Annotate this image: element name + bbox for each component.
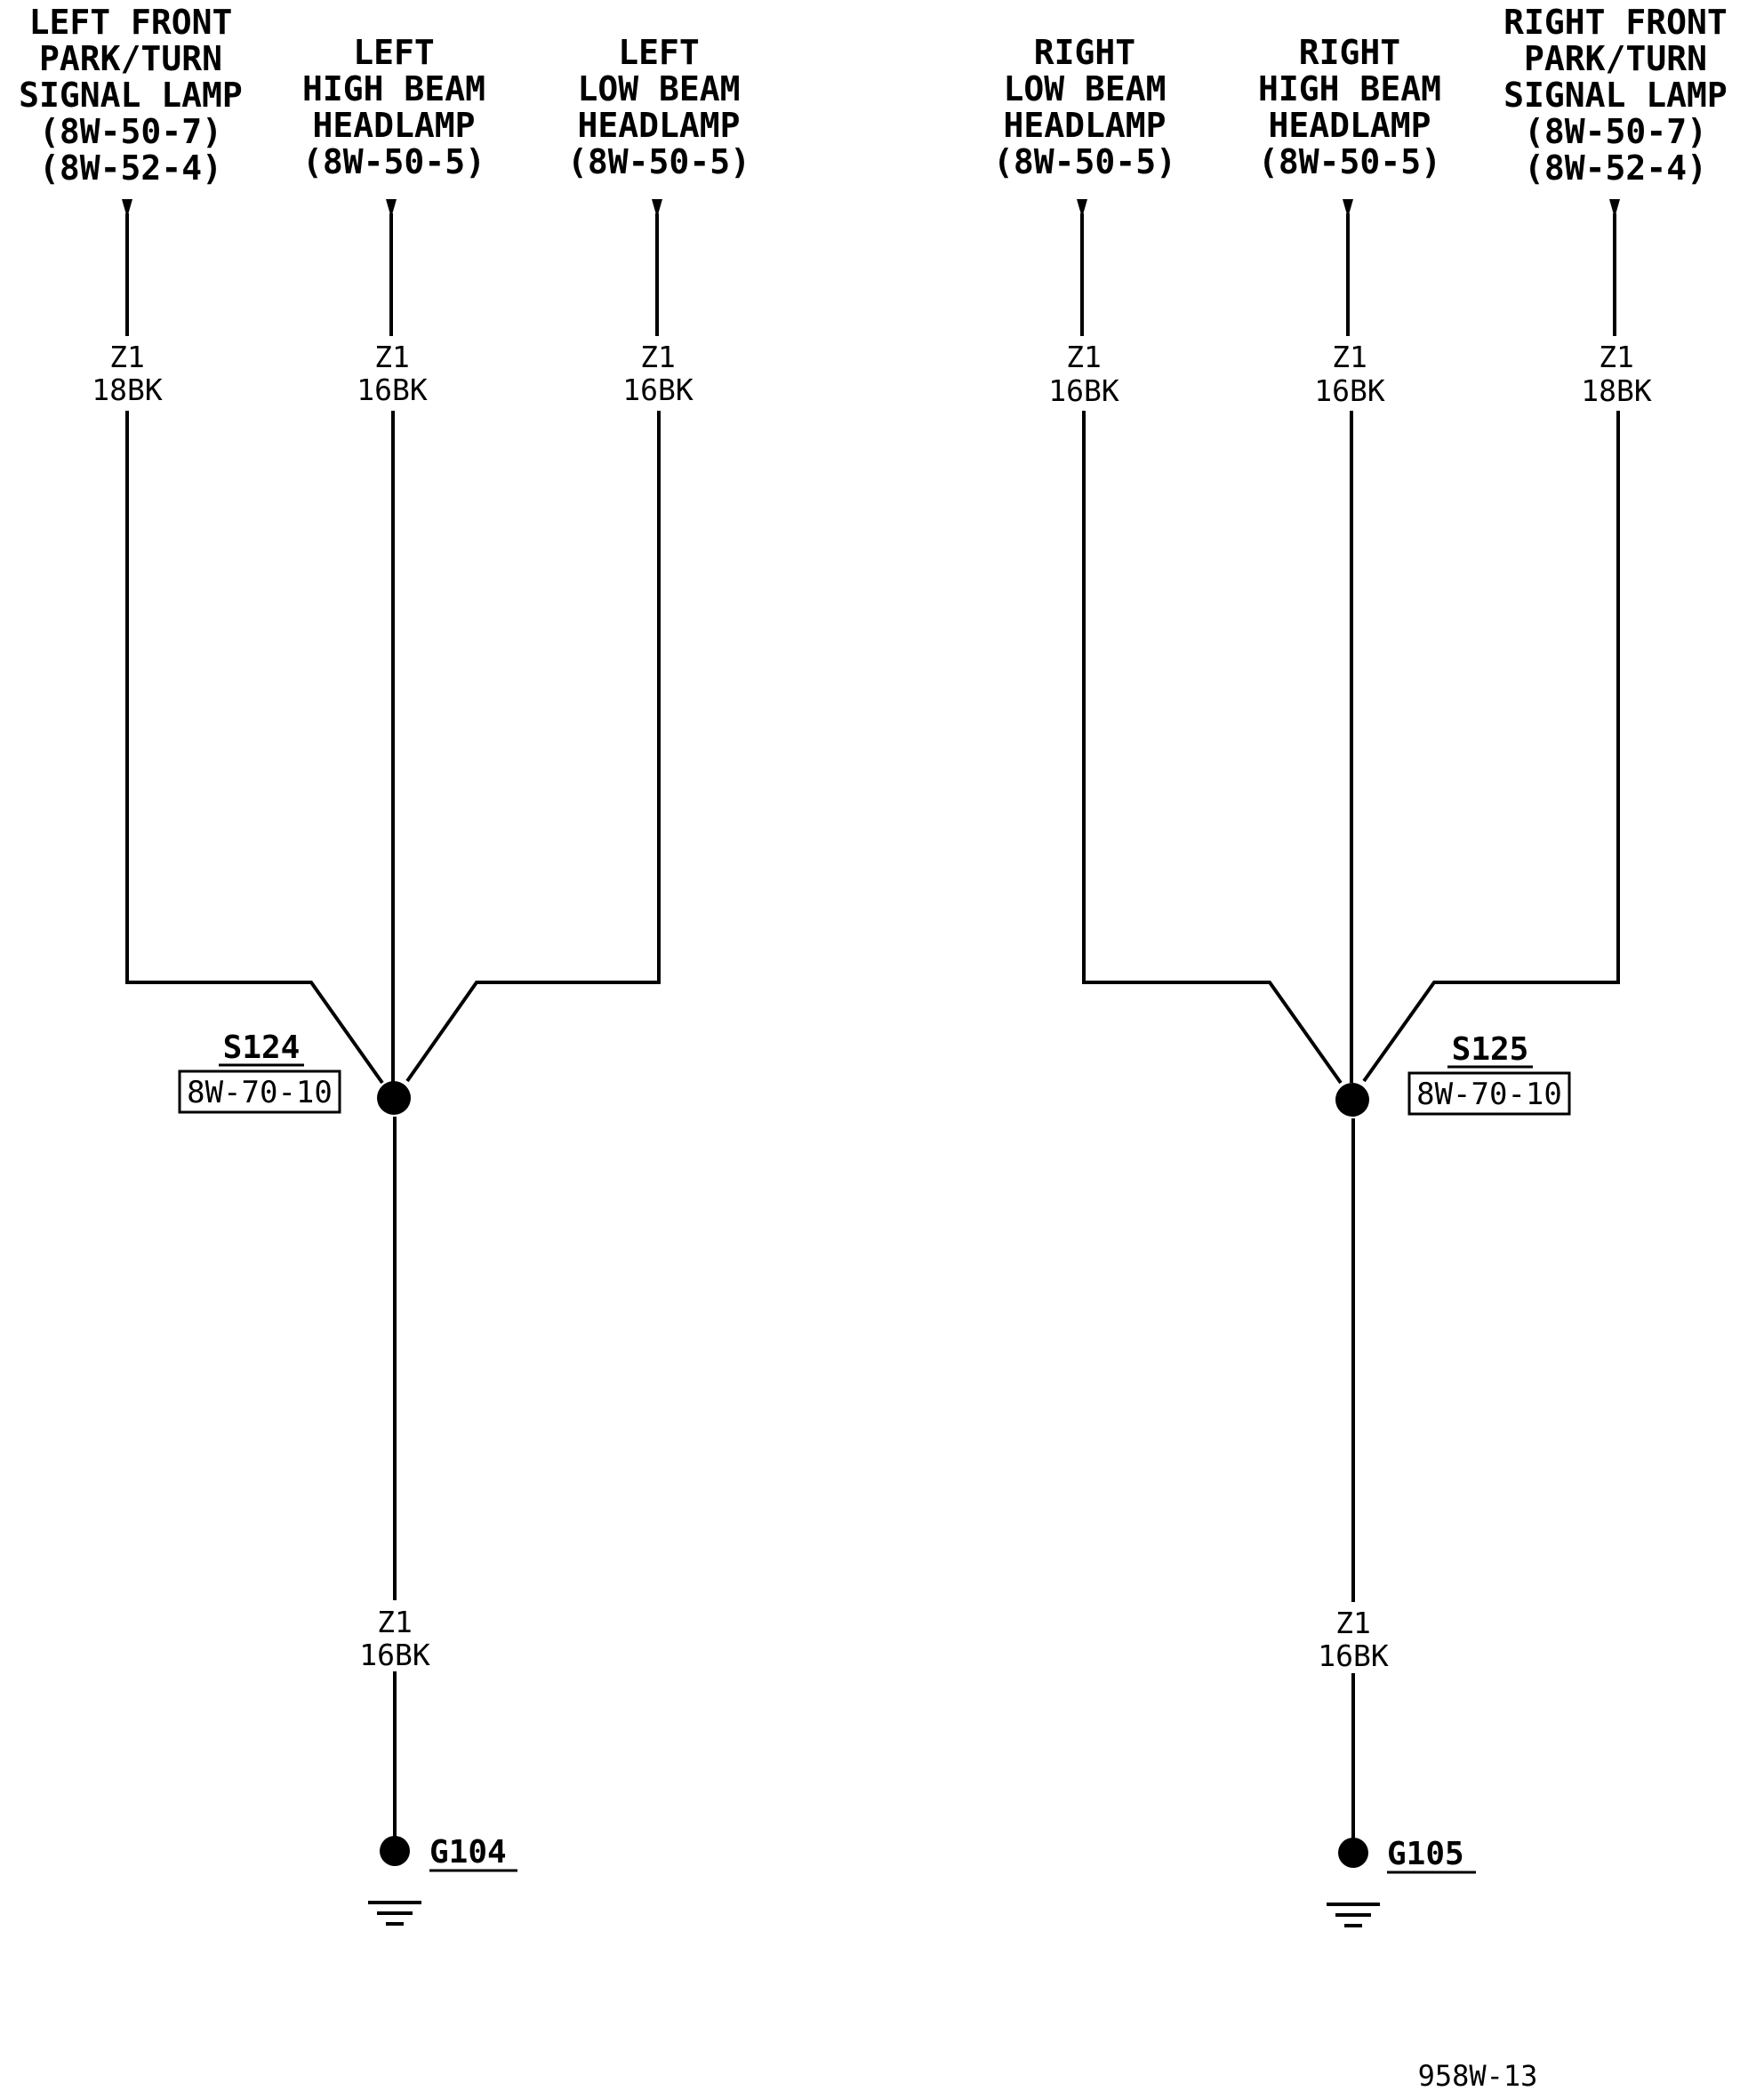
wire-gauge: 16BK (1318, 1638, 1389, 1673)
wire-segment (1362, 411, 1620, 1083)
wire-gauge: 18BK (92, 373, 163, 407)
wire-code: Z1 (1332, 340, 1367, 374)
header-line: RIGHT (1034, 33, 1135, 72)
connector-arrow-icon (386, 199, 397, 218)
wire-segment (125, 411, 384, 1085)
wire-code: Z1 (1335, 1606, 1371, 1640)
right-wires (1080, 213, 1620, 1851)
splice-ref-box (178, 1070, 341, 1114)
wire-gauge: 16BK (359, 1638, 430, 1672)
splice-s124: S124 8W-70-10 (178, 1029, 411, 1115)
header-line: LOW BEAM (1003, 69, 1166, 108)
left-wires (125, 213, 661, 1849)
ground-node-dot-icon (380, 1836, 410, 1866)
connector-arrow-icon (1077, 199, 1087, 218)
splice-dot-icon (377, 1081, 411, 1115)
wire-code: Z1 (1599, 340, 1634, 374)
header-line: PARK/TURN (1524, 39, 1707, 78)
splice-dot-icon (1335, 1083, 1369, 1117)
right-high-beam-header: RIGHT HIGH BEAM HEADLAMP (8W-50-5) (1258, 33, 1441, 181)
wire-code: Z1 (109, 340, 145, 374)
header-line: HEADLAMP (1268, 106, 1431, 145)
wire-labels-upper: Z1 18BK Z1 16BK Z1 16BK Z1 16BK Z1 16BK … (92, 340, 1652, 408)
ground-id: G104 (429, 1834, 507, 1871)
wire-segment (1082, 411, 1343, 1085)
header-line: RIGHT FRONT (1503, 3, 1728, 42)
left-high-beam-header: LEFT HIGH BEAM HEADLAMP (8W-50-5) (302, 33, 485, 181)
left-low-beam-header: LEFT LOW BEAM HEADLAMP (8W-50-5) (567, 33, 750, 181)
header-line: HIGH BEAM (1258, 69, 1441, 108)
header-line: (8W-52-4) (39, 148, 222, 188)
wire-gauge: 16BK (622, 373, 694, 407)
header-line: RIGHT (1299, 33, 1400, 72)
wire-segment (405, 411, 661, 1083)
header-line: (8W-50-7) (39, 112, 222, 151)
wire-gauge: 16BK (1048, 373, 1119, 408)
header-line: PARK/TURN (39, 39, 222, 78)
wire-code: Z1 (640, 340, 676, 374)
splice-ref: 8W-70-10 (187, 1075, 333, 1110)
figure-id: 958W-13 (1418, 2059, 1538, 2093)
header-line: HEADLAMP (312, 106, 475, 145)
header-line: HEADLAMP (577, 106, 740, 145)
header-line: LEFT FRONT (29, 3, 233, 42)
wire-gauge: 18BK (1581, 373, 1652, 408)
header-line: LOW BEAM (577, 69, 740, 108)
splice-s125: S125 8W-70-10 (1335, 1031, 1571, 1117)
splice-ref: 8W-70-10 (1416, 1077, 1562, 1112)
ground-symbol-icon (1327, 1903, 1380, 1927)
wire-code: Z1 (377, 1605, 413, 1639)
header-line: (8W-52-4) (1524, 148, 1707, 188)
splice-ref-box (1407, 1071, 1571, 1116)
connector-arrows (122, 199, 1620, 218)
wire-gauge: 16BK (1314, 373, 1385, 408)
ground-symbol-icon (368, 1901, 421, 1926)
connector-arrow-icon (652, 199, 662, 218)
splice-id: S125 (1452, 1031, 1529, 1068)
header-line: (8W-50-5) (1258, 142, 1441, 181)
splice-id: S124 (223, 1029, 301, 1066)
header-line: LEFT (618, 33, 700, 72)
connector-arrow-icon (1609, 199, 1620, 218)
header-line: HIGH BEAM (302, 69, 485, 108)
connector-arrow-icon (1343, 199, 1353, 218)
ground-g104: G104 (368, 1834, 517, 1926)
header-line: (8W-50-5) (302, 142, 485, 181)
header-line: (8W-50-7) (1524, 112, 1707, 151)
ground-g105: G105 (1327, 1836, 1476, 1927)
header-line: HEADLAMP (1003, 106, 1166, 145)
wire-code: Z1 (374, 340, 410, 374)
wire-code: Z1 (1066, 340, 1102, 374)
ground-id: G105 (1387, 1836, 1464, 1872)
connector-arrow-icon (122, 199, 132, 218)
left-front-park-turn-header: LEFT FRONT PARK/TURN SIGNAL LAMP (8W-50-… (19, 3, 243, 188)
wire-labels-lower: Z1 16BK Z1 16BK (359, 1605, 1389, 1673)
header-line: SIGNAL LAMP (19, 76, 243, 115)
right-low-beam-header: RIGHT LOW BEAM HEADLAMP (8W-50-5) (993, 33, 1176, 181)
header-line: (8W-50-5) (567, 142, 750, 181)
right-front-park-turn-header: RIGHT FRONT PARK/TURN SIGNAL LAMP (8W-50… (1503, 3, 1728, 188)
header-line: (8W-50-5) (993, 142, 1176, 181)
header-line: LEFT (353, 33, 435, 72)
ground-node-dot-icon (1338, 1838, 1368, 1868)
wire-gauge: 16BK (357, 373, 428, 407)
header-line: SIGNAL LAMP (1503, 76, 1728, 115)
